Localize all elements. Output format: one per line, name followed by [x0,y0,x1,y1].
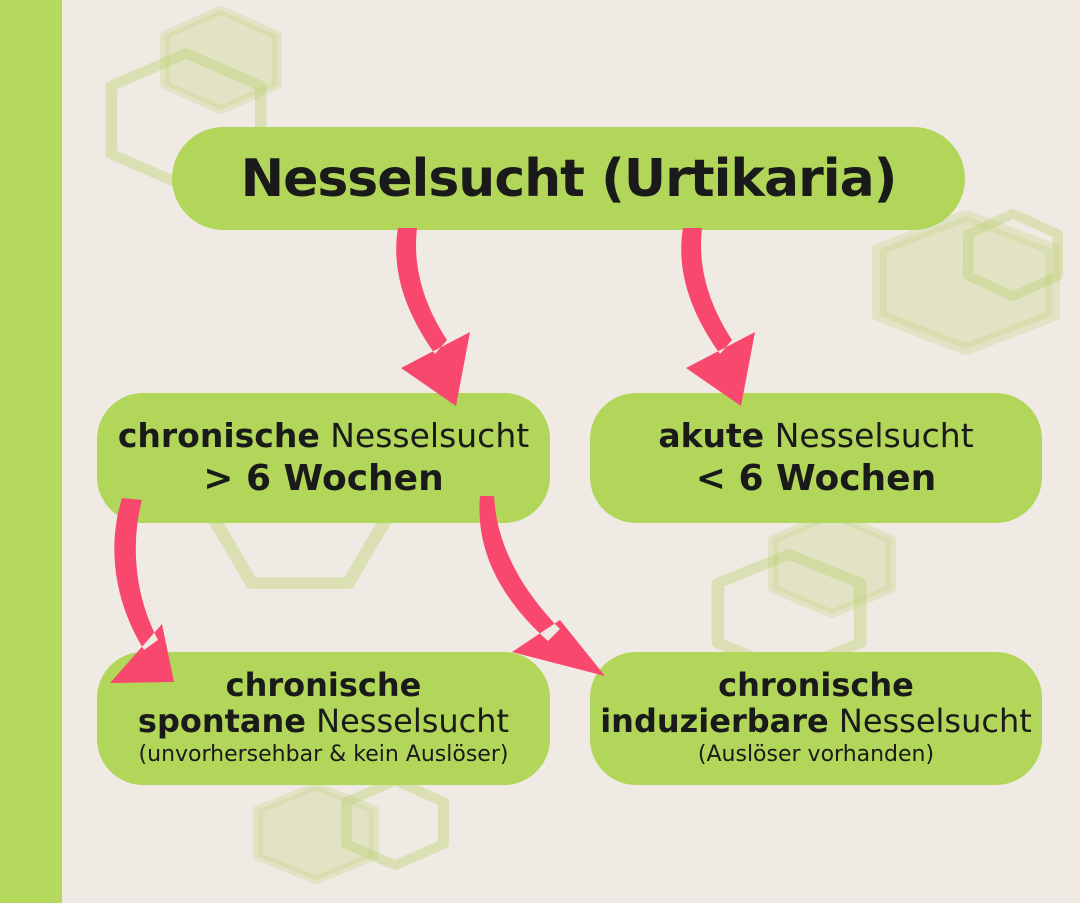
node-noun: Nesselsucht [316,702,510,741]
node-duration: < 6 Wochen [695,458,937,500]
node-chronic-spontaneous-urticaria: chronische spontane Nesselsucht (unvorhe… [97,652,550,785]
curved-arrow-chronic-to-spontaneous-icon [100,498,195,688]
node-duration: > 6 Wochen [203,458,444,500]
node-emphasis: chronische [117,415,320,455]
node-noun: Nesselsucht [838,702,1032,741]
left-accent-bar [0,0,62,903]
bottom-margin [0,903,1080,909]
curved-arrow-title-to-chronic-icon [393,228,477,406]
node-emphasis: spontane [137,702,306,741]
node-emphasis: akute [658,415,765,455]
hexagon-outline-icon [963,208,1063,302]
node-emphasis: induzierbare [600,702,829,741]
hexagon-icon [768,510,896,618]
node-note: (Auslöser vorhanden) [697,742,935,768]
node-note: (unvorhersehbar & kein Auslöser) [138,742,509,768]
node-chronic-inducible-urticaria: chronische induzierbare Nesselsucht (Aus… [590,652,1042,785]
curved-arrow-title-to-acute-icon [678,228,762,406]
node-label: induzierbare Nesselsucht [600,702,1032,741]
node-chronic-urticaria: chronische Nesselsucht > 6 Wochen [97,393,550,523]
node-title: Nesselsucht (Urtikaria) [172,127,965,230]
page-title: Nesselsucht (Urtikaria) [240,148,898,209]
node-acute-urticaria: akute Nesselsucht < 6 Wochen [590,393,1042,523]
node-label: akute Nesselsucht [658,415,974,455]
curved-arrow-chronic-to-inducible-icon [478,496,613,681]
hexagon-outline-icon [341,775,449,871]
node-noun: Nesselsucht [330,415,530,455]
hexagon-icon [253,782,379,884]
hexagon-icon [872,210,1060,355]
hexagon-icon [160,6,282,114]
node-label: chronische Nesselsucht [117,415,530,455]
node-line1: chronische [718,666,914,705]
node-label: spontane Nesselsucht [137,702,510,741]
node-line1: chronische [225,666,422,705]
node-noun: Nesselsucht [774,415,974,455]
